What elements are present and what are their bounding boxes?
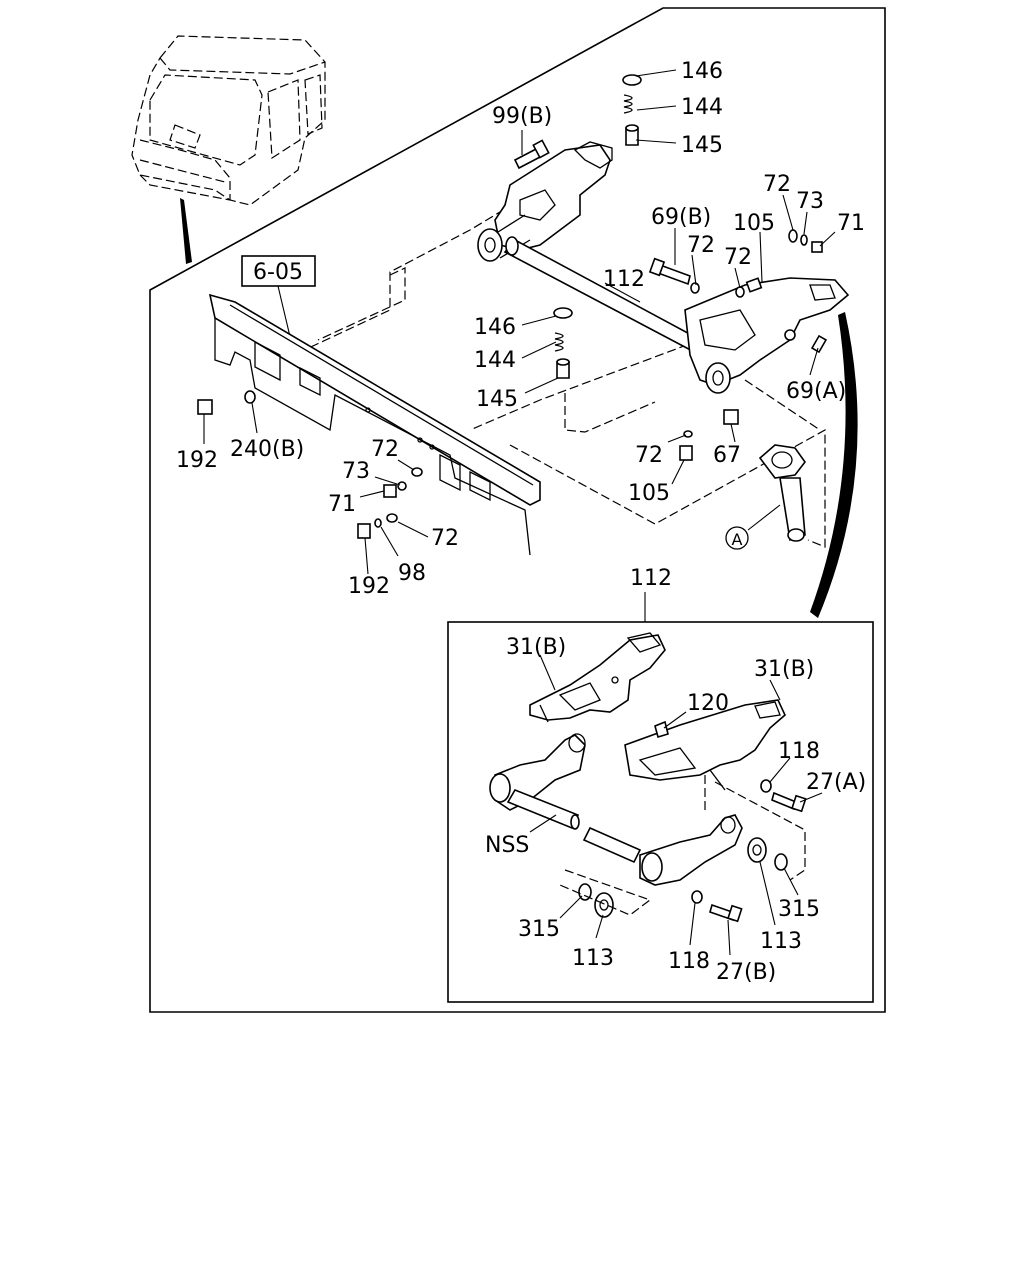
label-31b-b: 31(B) xyxy=(754,657,814,682)
label-31b-a: 31(B) xyxy=(506,635,566,660)
label-192-b: 192 xyxy=(348,574,390,599)
spring-stack-mid xyxy=(553,307,573,379)
label-nss: NSS xyxy=(485,833,529,858)
label-72-c: 72 xyxy=(724,245,752,270)
inset-labels: 31(B) 31(B) 120 118 27(A) NSS 315 113 11… xyxy=(485,635,866,985)
label-144-mid: 144 xyxy=(474,348,516,373)
label-145-top: 145 xyxy=(681,133,723,158)
inset-dash-lines xyxy=(559,775,806,916)
label-72-f: 72 xyxy=(635,443,663,468)
label-192-a: 192 xyxy=(176,448,218,473)
label-inset-112: 112 xyxy=(630,566,672,591)
section-ref-box: 6-05 xyxy=(241,255,316,287)
dash-connectors xyxy=(299,169,826,548)
label-146-top: 146 xyxy=(681,59,723,84)
label-72-a: 72 xyxy=(763,172,791,197)
label-67: 67 xyxy=(713,443,741,468)
inset-bracket-right xyxy=(624,699,786,791)
right-bracket xyxy=(684,277,850,394)
label-112: 112 xyxy=(603,267,645,292)
leader-lines-inset xyxy=(529,654,823,956)
label-113-a: 113 xyxy=(572,946,614,971)
label-120: 120 xyxy=(687,691,729,716)
label-72-b: 72 xyxy=(687,233,715,258)
inset-bracket-left xyxy=(529,632,666,723)
main-labels: 146 144 145 99(B) 72 73 71 69(B) 105 72 … xyxy=(176,59,865,599)
label-105-b: 105 xyxy=(628,481,670,506)
label-27b: 27(B) xyxy=(716,960,776,985)
svg-text:A: A xyxy=(732,530,743,549)
label-105-a: 105 xyxy=(733,211,775,236)
bolt-99b xyxy=(513,139,550,170)
inset-bolts xyxy=(709,791,807,923)
label-118-b: 118 xyxy=(668,949,710,974)
spring-stack-top xyxy=(622,74,642,146)
curved-arrow xyxy=(810,312,858,618)
label-118-a: 118 xyxy=(778,739,820,764)
bolt-69b xyxy=(648,257,691,286)
label-98: 98 xyxy=(398,561,426,586)
label-145-mid: 145 xyxy=(476,387,518,412)
circle-marker-a: A xyxy=(725,526,749,550)
label-72-e: 72 xyxy=(431,526,459,551)
inset-arm-right xyxy=(582,814,743,886)
leader-lines-main xyxy=(203,69,836,622)
truck-cab-icon xyxy=(131,35,326,206)
label-71-b: 71 xyxy=(328,492,356,517)
inset-bushings xyxy=(578,779,788,918)
cross-shaft xyxy=(503,236,712,356)
leader-arrow-icon xyxy=(180,198,192,264)
label-99b: 99(B) xyxy=(492,104,552,129)
upper-left-bracket xyxy=(477,141,613,262)
label-240b: 240(B) xyxy=(230,437,304,462)
label-72-d: 72 xyxy=(371,437,399,462)
left-hardware xyxy=(197,390,423,539)
svg-text:6-05: 6-05 xyxy=(253,260,303,285)
chassis-rail xyxy=(208,293,541,556)
label-315-a: 315 xyxy=(518,917,560,942)
label-73-a: 73 xyxy=(796,189,824,214)
label-69b: 69(B) xyxy=(651,205,711,230)
label-73-b: 73 xyxy=(342,459,370,484)
label-113-b: 113 xyxy=(760,929,802,954)
label-69a: 69(A) xyxy=(786,379,846,404)
label-146-mid: 146 xyxy=(474,315,516,340)
shock-absorber xyxy=(758,444,806,542)
inset-frame xyxy=(447,621,874,1003)
label-144-top: 144 xyxy=(681,95,723,120)
label-315-b: 315 xyxy=(778,897,820,922)
main-frame xyxy=(149,7,886,1013)
label-27a: 27(A) xyxy=(806,770,866,795)
label-71-a: 71 xyxy=(837,211,865,236)
inset-arm-left xyxy=(489,733,586,830)
lower-hardware-mid xyxy=(679,409,739,461)
